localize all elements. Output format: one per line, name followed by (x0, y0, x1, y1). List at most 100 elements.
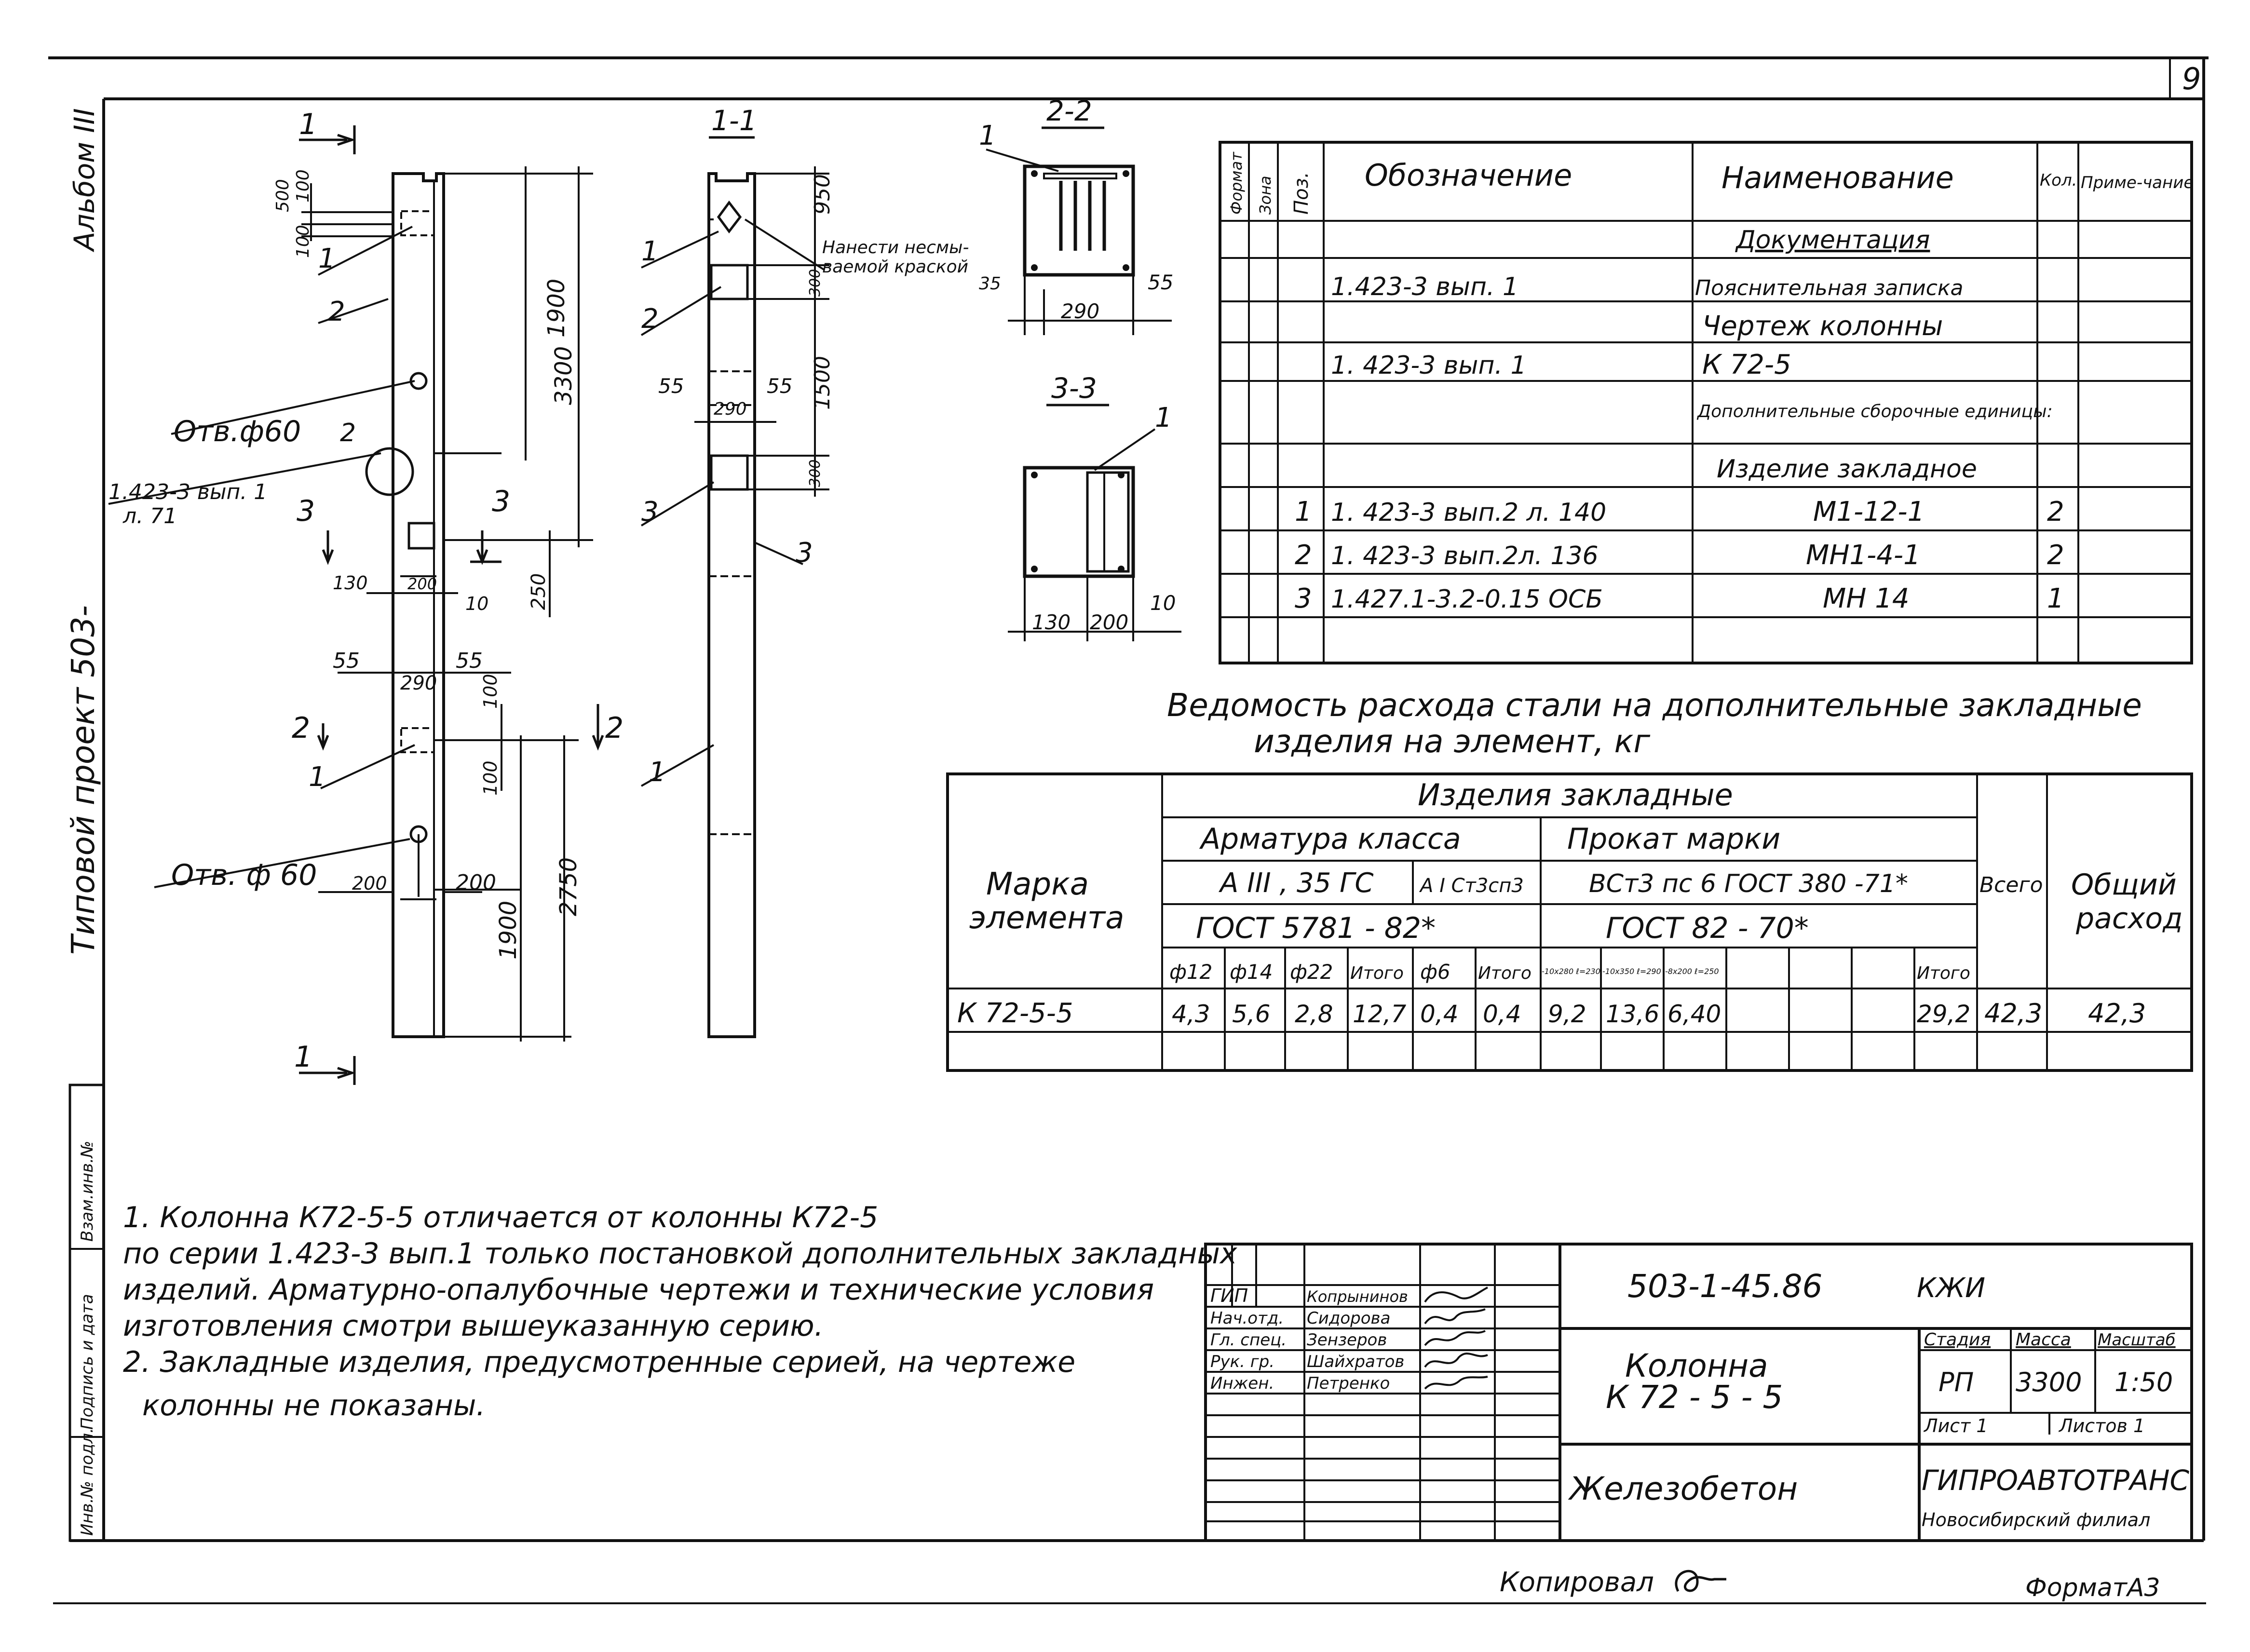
sub-col-header: Итого (1917, 963, 1970, 983)
dimension: 10 (1150, 591, 1176, 615)
spec-pos: 1 (1295, 496, 1312, 528)
row-total: 42,3 (1984, 998, 2042, 1029)
row-value: 2,8 (1295, 1000, 1333, 1028)
dimension: 1900 (495, 901, 522, 960)
dimension: 55 (658, 374, 684, 398)
front-view-dimensions (301, 166, 593, 1042)
spec-name: Дополнительные сборочные единицы: (1696, 402, 2053, 421)
prokat-gost: ГОСТ 82 - 70* (1606, 911, 1809, 945)
role: Рук. гр. (1210, 1352, 1274, 1371)
dimension: 290 (400, 672, 437, 694)
row-mark: К 72-5-5 (957, 998, 1073, 1029)
dimension: 100 (480, 674, 501, 709)
spec-pos: 3 (1295, 583, 1312, 614)
specification-table: Формат Зона Поз. Обозначение Наименовани… (1219, 141, 2194, 664)
side-stamp-cell: Инв.№ подл. (78, 1428, 97, 1536)
stage-label: Стадия (1924, 1330, 1991, 1350)
drawing-title: К 72 - 5 - 5 (1606, 1379, 1783, 1416)
sub-col-header: ф12 (1169, 960, 1212, 984)
spec-pos: 2 (1295, 540, 1312, 571)
row-value: 5,6 (1232, 1000, 1271, 1028)
front-view-texts: 1 2 Отв.ф60 2 1.423-3 вып. 1 л. 71 1 Отв… (108, 169, 582, 960)
role: Нач.отд. (1210, 1309, 1284, 1328)
sheet-label: Лист 1 (1923, 1415, 1988, 1436)
paint-note: ваемой краской (822, 257, 968, 277)
row-value: 29,2 (1917, 1000, 1970, 1028)
material: Железобетон (1568, 1470, 1798, 1507)
spec-name: Пояснительная записка (1695, 276, 1963, 300)
spec-header: Приме-чание (2081, 173, 2194, 192)
signatures (1424, 1286, 1488, 1390)
dimension: 200 (456, 870, 496, 895)
position-label: 1 (318, 243, 336, 274)
album-label: Альбом III (68, 108, 101, 253)
role: ГИП (1210, 1285, 1248, 1306)
dimension: 2750 (555, 857, 582, 916)
section-title: 1-1 (711, 104, 757, 137)
section-mark: 3 (492, 485, 510, 518)
organization: ГИПРОАВТОТРАНС (1922, 1464, 2189, 1497)
note-line: 2. Закладные изделия, предусмотренные се… (123, 1345, 1075, 1379)
sub-col-header: -10х280 ℓ=230 (1542, 967, 1600, 976)
row-value: 9,2 (1548, 1000, 1586, 1028)
sheet-number: 9 (2182, 61, 2201, 96)
section-1-1-view: 1-1 1 2 3 3 1 Нанести несмы- ваемой крас… (640, 104, 969, 1038)
dimension: 500 (273, 179, 293, 212)
mass-label: Масса (2016, 1330, 2071, 1350)
dimension: 200 (352, 873, 387, 894)
role: Гл. спец. (1210, 1330, 1287, 1350)
total-header: Всего (1979, 873, 2043, 897)
position-label: 2 (641, 303, 659, 335)
format-label: ФорматА3 (2025, 1573, 2160, 1602)
dimension: 1900 (543, 279, 570, 338)
dimension: 10 (465, 593, 488, 614)
section-title: 3-3 (1051, 372, 1097, 405)
position-label: 1 (309, 761, 326, 793)
steel-table-title: изделия на элемент, кг (1254, 723, 1650, 760)
sheets-label: Листов 1 (2058, 1415, 2145, 1436)
note-line: 1. Колонна К72-5-5 отличается от колонны… (123, 1201, 878, 1234)
dimension: 290 (1061, 299, 1099, 323)
dimension: 200 (407, 575, 437, 593)
role: Инжен. (1210, 1374, 1274, 1393)
dimension: 100 (293, 169, 313, 203)
sub-col-header: ф14 (1230, 960, 1273, 984)
note-line: изделий. Арматурно-опалубочные чертежи и… (123, 1273, 1154, 1307)
note-line: колонны не показаны. (142, 1389, 485, 1422)
group-header: Изделия закладные (1418, 777, 1733, 812)
notes: 1. Колонна К72-5-5 отличается от колонны… (123, 1201, 1237, 1422)
steel-table-title: Ведомость расхода стали на дополнительны… (1167, 687, 2142, 724)
position-label: 1 (979, 120, 996, 151)
reference-label: 1.423-3 вып. 1 (108, 480, 267, 504)
person-name: Петренко (1307, 1374, 1390, 1393)
row-overall: 42,3 (2088, 998, 2146, 1029)
dimension: 250 (528, 573, 550, 610)
sub-col-header: Итого (1478, 963, 1532, 983)
reference-label: л. 71 (122, 504, 177, 528)
section-mark: 3 (297, 494, 315, 528)
section-mark: 1 (299, 108, 317, 141)
spec-designation: 1.423-3 вып. 1 (1331, 272, 1518, 301)
spec-designation: 1.427.1-3.2-0.15 ОСБ (1331, 585, 1603, 614)
hole-label: Отв.ф60 (174, 415, 301, 448)
dimension: 130 (333, 572, 368, 594)
spec-name: Чертеж колонны (1702, 311, 1943, 342)
spec-qty: 2 (2047, 496, 2064, 528)
position-label: 2 (340, 419, 356, 447)
side-stamp-cell: Взам.инв.№ (78, 1141, 97, 1242)
position-label: 1 (1155, 402, 1172, 433)
spec-name: М1-12-1 (1813, 496, 1925, 528)
section-mark-labels: 1 1 3 3 2 2 (292, 108, 623, 1074)
sub-col-header: -10х350 ℓ=290 (1602, 967, 1661, 976)
sub-col-header: Итого (1350, 963, 1404, 983)
row-value: 4,3 (1172, 1000, 1210, 1028)
spec-header: Наименование (1721, 160, 1954, 195)
section-2-2-view: 2-2 1 35 290 55 (979, 95, 1173, 335)
armature-class: Арматура класса (1199, 822, 1461, 856)
prokat-header: Прокат марки (1567, 822, 1780, 856)
dimension: 55 (333, 649, 360, 673)
dimension: 950 (810, 174, 835, 215)
mass-value: 3300 (2016, 1367, 2082, 1397)
dimension: 200 (1090, 610, 1128, 634)
title-block: ГИП Нач.отд. Гл. спец. Рук. гр. Инжен. К… (1204, 1243, 2193, 1542)
